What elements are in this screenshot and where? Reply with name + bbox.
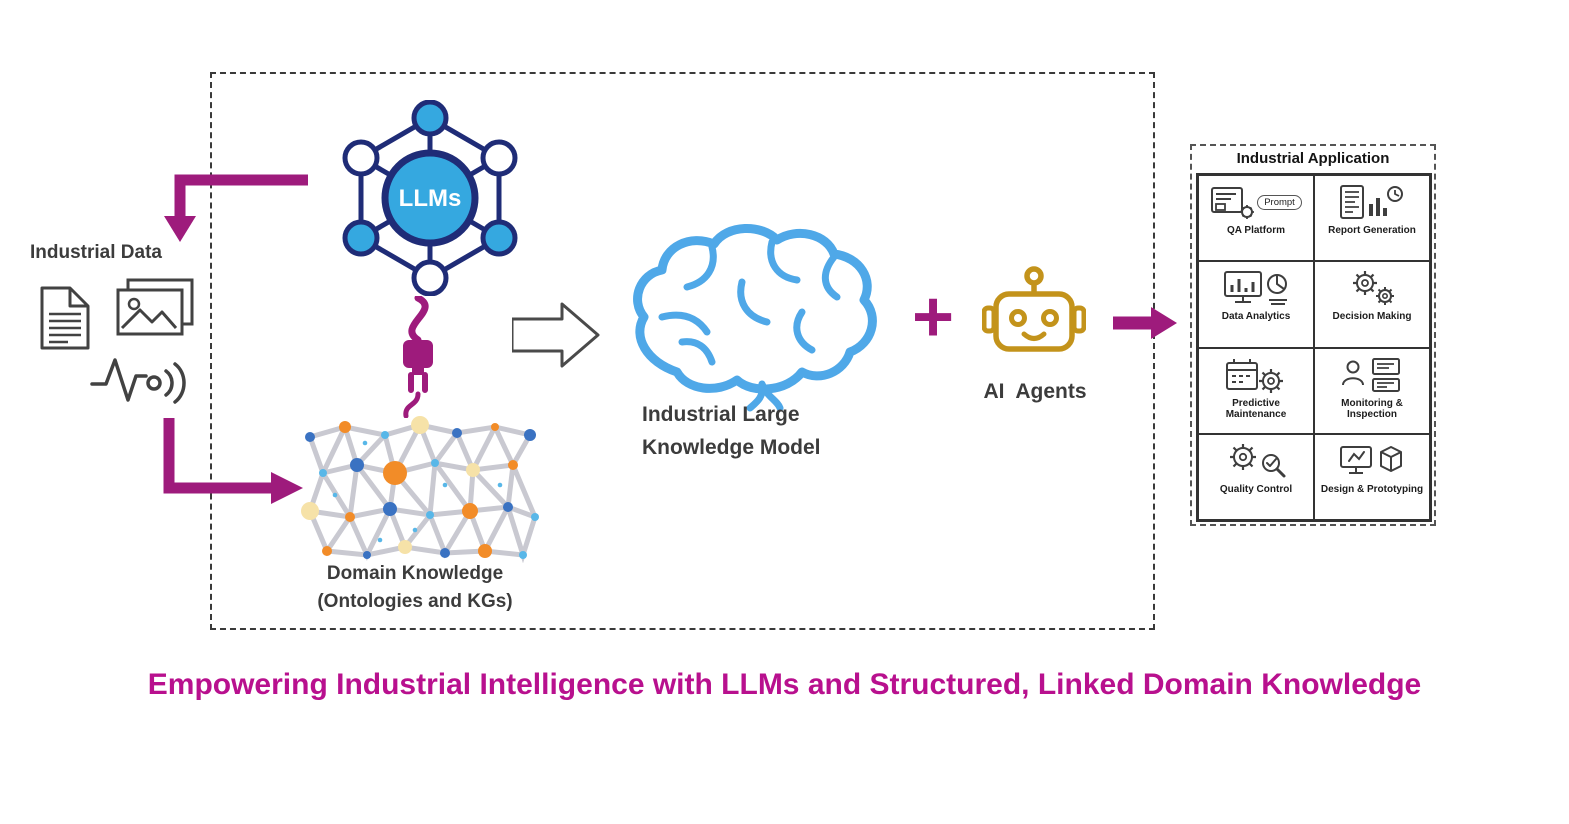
monitoring-inspection-icon [1337,352,1407,398]
app-cell-label: Decision Making [1332,311,1412,323]
app-cell-label: Quality Control [1219,483,1293,495]
app-cell-label: Data Analytics [1221,311,1291,323]
arrow-data-to-knowledge [163,418,303,504]
pipeline-dashed-box [210,72,1155,630]
knowledge-graph-icon [301,416,539,563]
app-cell-predictive-maintenance: Predictive Maintenance [1198,347,1314,434]
app-cell-label: Monitoring & Inspection [1341,397,1403,421]
app-cell-label: QA Platform [1227,225,1285,236]
app-cell-monitoring-inspection: Monitoring & Inspection [1314,347,1430,434]
app-cell-label: Design & Prototyping [1320,483,1424,495]
brain-icon [633,224,877,412]
app-cell-quality-control: Quality Control [1198,433,1314,520]
design-prototyping-icon [1337,438,1407,484]
signal-wave-icon [90,358,186,404]
llms-label: LLMs [399,185,462,212]
domain-knowledge-label: Domain Knowledge (Ontologies and KGs) [285,560,545,616]
ai-agents-label: AI Agents [983,380,1087,403]
industrial-data-label: Industrial Data [30,242,162,263]
plug-icon [403,296,433,418]
plus-sign: + [911,277,955,357]
industrial-application-panel: Industrial Application Prompt QA Platfor… [1190,144,1436,526]
app-cell-design-prototyping: Design & Prototyping [1314,433,1430,520]
llm-network-icon: LLMs [342,100,518,296]
arrow-llms-to-data [164,174,308,242]
document-icon [40,286,90,350]
app-cell-qa-platform: Prompt QA Platform [1198,175,1314,262]
images-icon [116,278,194,336]
ilkm-line1: Industrial Large [642,403,800,426]
app-cell-data-analytics: Data Analytics [1198,261,1314,348]
industrial-application-title: Industrial Application [1236,150,1390,167]
caption-text: Empowering Industrial Intelligence with … [147,668,1422,701]
domain-knowledge-line2: (Ontologies and KGs) [317,591,513,612]
domain-knowledge-line1: Domain Knowledge [326,563,504,584]
app-cell-report-generation: Report Generation [1314,175,1430,262]
ilkm-label: Industrial Large Knowledge Model [642,398,872,464]
industrial-application-grid: Prompt QA Platform Report Generation [1196,173,1432,522]
arrow-to-application [1113,307,1177,339]
app-cell-label: Predictive Maintenance [1225,397,1287,421]
predictive-maintenance-icon [1221,352,1291,398]
app-cell-label: Report Generation [1328,225,1416,236]
app-cell-decision-making: Decision Making [1314,261,1430,348]
quality-control-icon [1221,438,1291,484]
prompt-badge: Prompt [1257,194,1302,210]
ilkm-line2: Knowledge Model [642,436,821,459]
decision-making-icon [1337,265,1407,311]
qa-platform-icon: Prompt [1210,179,1302,225]
robot-icon [982,266,1086,352]
data-analytics-icon [1219,265,1293,311]
block-arrow-right-icon [512,302,600,368]
report-generation-icon [1337,179,1407,225]
